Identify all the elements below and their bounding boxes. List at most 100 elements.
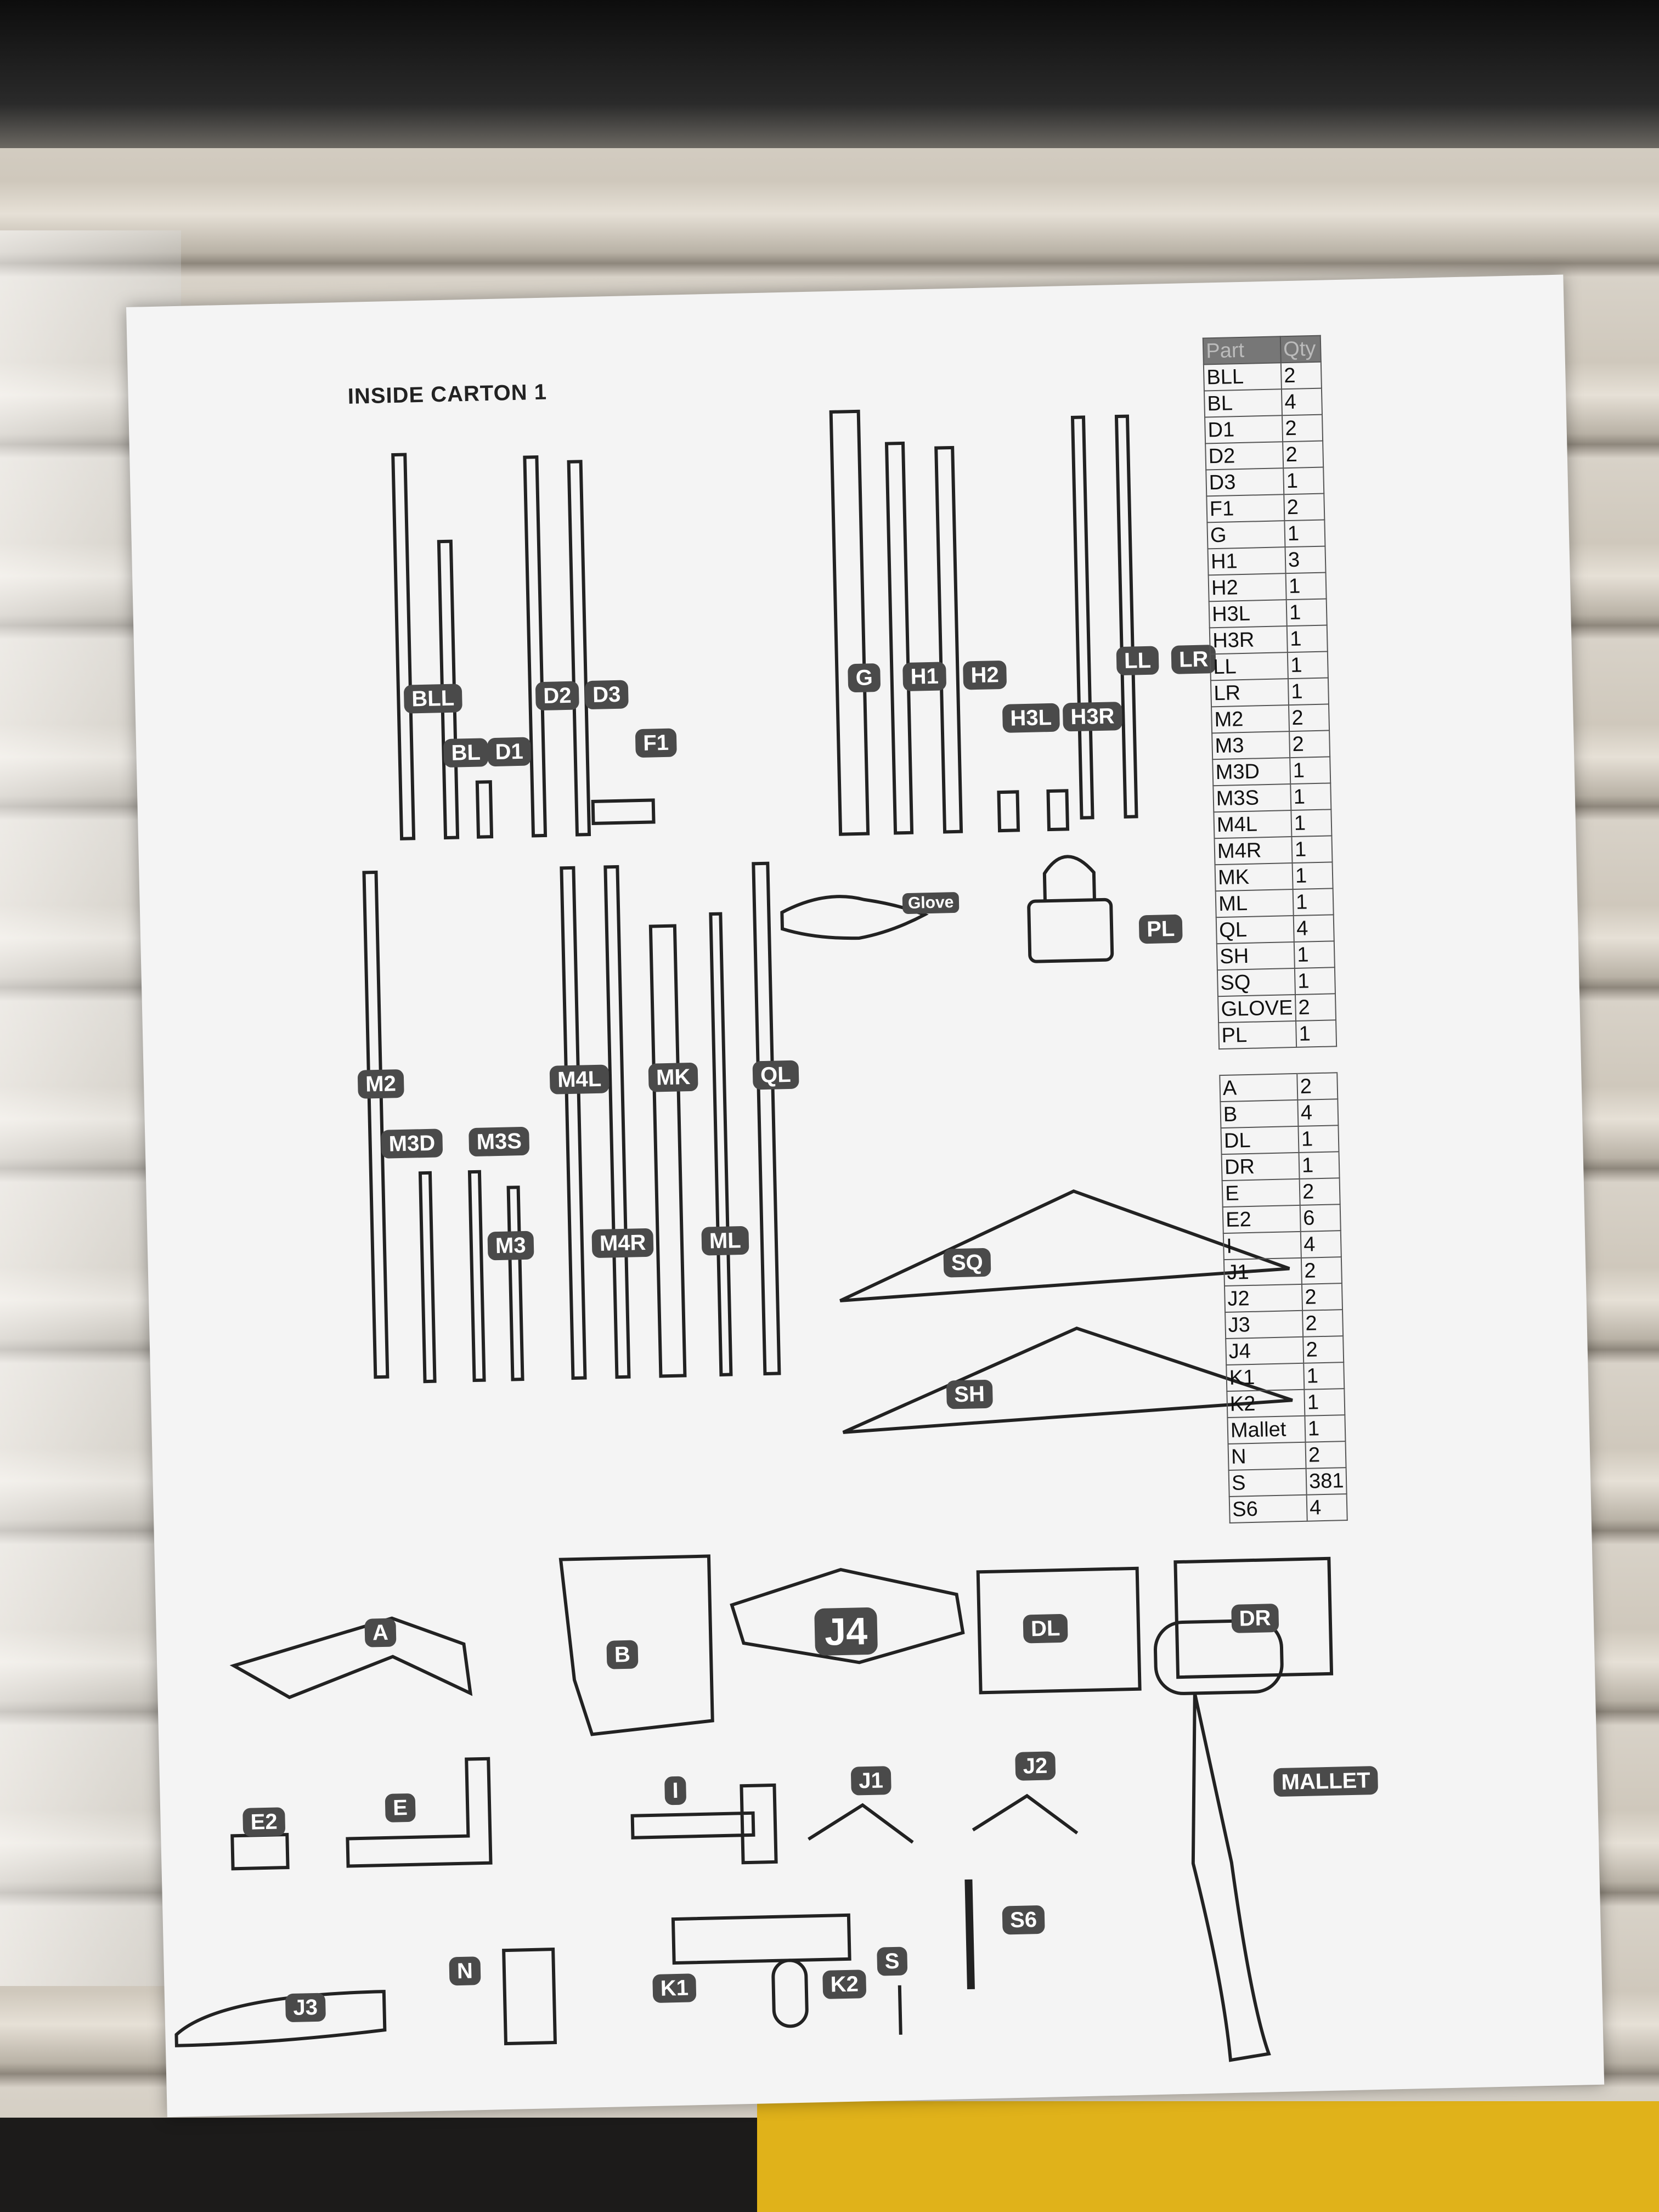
part-M2 [362, 870, 390, 1379]
part-ML [709, 912, 733, 1376]
table-cell-part: A [1220, 1073, 1298, 1102]
table-cell-qty: 2 [1305, 1441, 1346, 1469]
label-J1: J1 [850, 1766, 891, 1796]
table-cell-qty: 1 [1293, 888, 1334, 916]
table-cell-part: ML [1215, 889, 1294, 918]
part-M3S [467, 1170, 486, 1383]
table-cell-qty: 2 [1295, 994, 1336, 1021]
table-cell-part: D2 [1205, 442, 1284, 470]
table-cell-qty: 3 [1285, 546, 1326, 574]
table-cell-qty: 2 [1303, 1336, 1344, 1363]
table-cell-part: E2 [1222, 1205, 1301, 1234]
part-padlock [1027, 898, 1114, 963]
label-N: N [449, 1956, 481, 1986]
part-S6 [964, 1879, 975, 1990]
background-floor [0, 2118, 768, 2212]
background-top [0, 0, 1659, 148]
table-cell-part: J2 [1224, 1284, 1302, 1313]
part-I [630, 1783, 778, 1865]
part-H1 [884, 441, 914, 835]
label-E2: E2 [242, 1807, 286, 1837]
label-PL: PL [1138, 914, 1183, 944]
part-M4L [560, 866, 587, 1380]
label-M3: M3 [487, 1231, 534, 1261]
part-N [502, 1948, 557, 2046]
table-cell-qty: 4 [1297, 1099, 1339, 1126]
table-cell-qty: 2 [1297, 1073, 1338, 1100]
table-header-part: Part [1203, 336, 1281, 365]
table-cell-qty: 1 [1285, 572, 1327, 600]
table-spacer [1219, 1046, 1338, 1076]
table-cell-qty: 1 [1294, 967, 1336, 995]
table-cell-part: GLOVE [1218, 994, 1296, 1023]
part-D2 [523, 455, 548, 838]
label-K1: K1 [652, 1973, 697, 2004]
label-QL: QL [752, 1060, 799, 1090]
part-M4R [603, 865, 631, 1379]
table-cell-part: H2 [1208, 573, 1286, 602]
table-cell-part: S6 [1229, 1494, 1307, 1523]
part-DL [976, 1566, 1142, 1695]
table-cell-qty: 4 [1281, 388, 1323, 416]
table-cell-part: J1 [1223, 1257, 1302, 1286]
table-cell-qty: 1 [1291, 836, 1333, 864]
part-D1 [475, 780, 494, 839]
table-cell-qty: 4 [1293, 915, 1335, 943]
table-cell-part: MK [1215, 863, 1293, 891]
table-cell-part: S [1228, 1468, 1307, 1497]
part-B [558, 1554, 714, 1736]
table-cell-part: SQ [1217, 968, 1295, 997]
table-cell-part: J3 [1225, 1310, 1304, 1339]
table-cell-part: H1 [1207, 547, 1286, 575]
part-D3 [567, 460, 591, 837]
table-cell-part: H3L [1209, 600, 1287, 628]
table-cell-part: DL [1221, 1126, 1299, 1155]
table-cell-part: M3D [1212, 758, 1291, 786]
part-H3R [1046, 789, 1070, 832]
label-A: A [364, 1618, 397, 1647]
table-cell-part: N [1228, 1442, 1306, 1470]
label-M4L: M4L [549, 1064, 610, 1094]
part-SQ [839, 1189, 1290, 1302]
table-cell-part: DR [1221, 1152, 1300, 1181]
table-cell-part: SH [1216, 942, 1295, 970]
part-mallet-head [1154, 1618, 1284, 1695]
label-J2: J2 [1015, 1751, 1056, 1781]
table-cell-qty: 1 [1287, 651, 1329, 679]
table-cell-qty: 6 [1300, 1204, 1341, 1232]
part-E [346, 1757, 493, 1868]
part-glove [780, 895, 929, 940]
table-cell-part: M3S [1213, 784, 1291, 812]
table-cell-qty: 2 [1288, 704, 1330, 732]
table-cell-qty: 381 [1306, 1468, 1347, 1495]
table-cell-qty: 2 [1299, 1178, 1341, 1205]
part-MK [648, 924, 687, 1378]
part-G [829, 409, 870, 836]
table-cell-qty: 1 [1290, 757, 1331, 785]
part-E2 [230, 1832, 290, 1871]
table-cell-part: K1 [1226, 1363, 1305, 1391]
table-cell-qty: 2 [1282, 414, 1323, 442]
table-cell-qty: 1 [1294, 941, 1335, 968]
table-cell-part: E [1222, 1178, 1300, 1207]
part-QL [752, 861, 781, 1376]
label-F1: F1 [635, 728, 677, 758]
part-padlock-shackle [1042, 855, 1096, 901]
